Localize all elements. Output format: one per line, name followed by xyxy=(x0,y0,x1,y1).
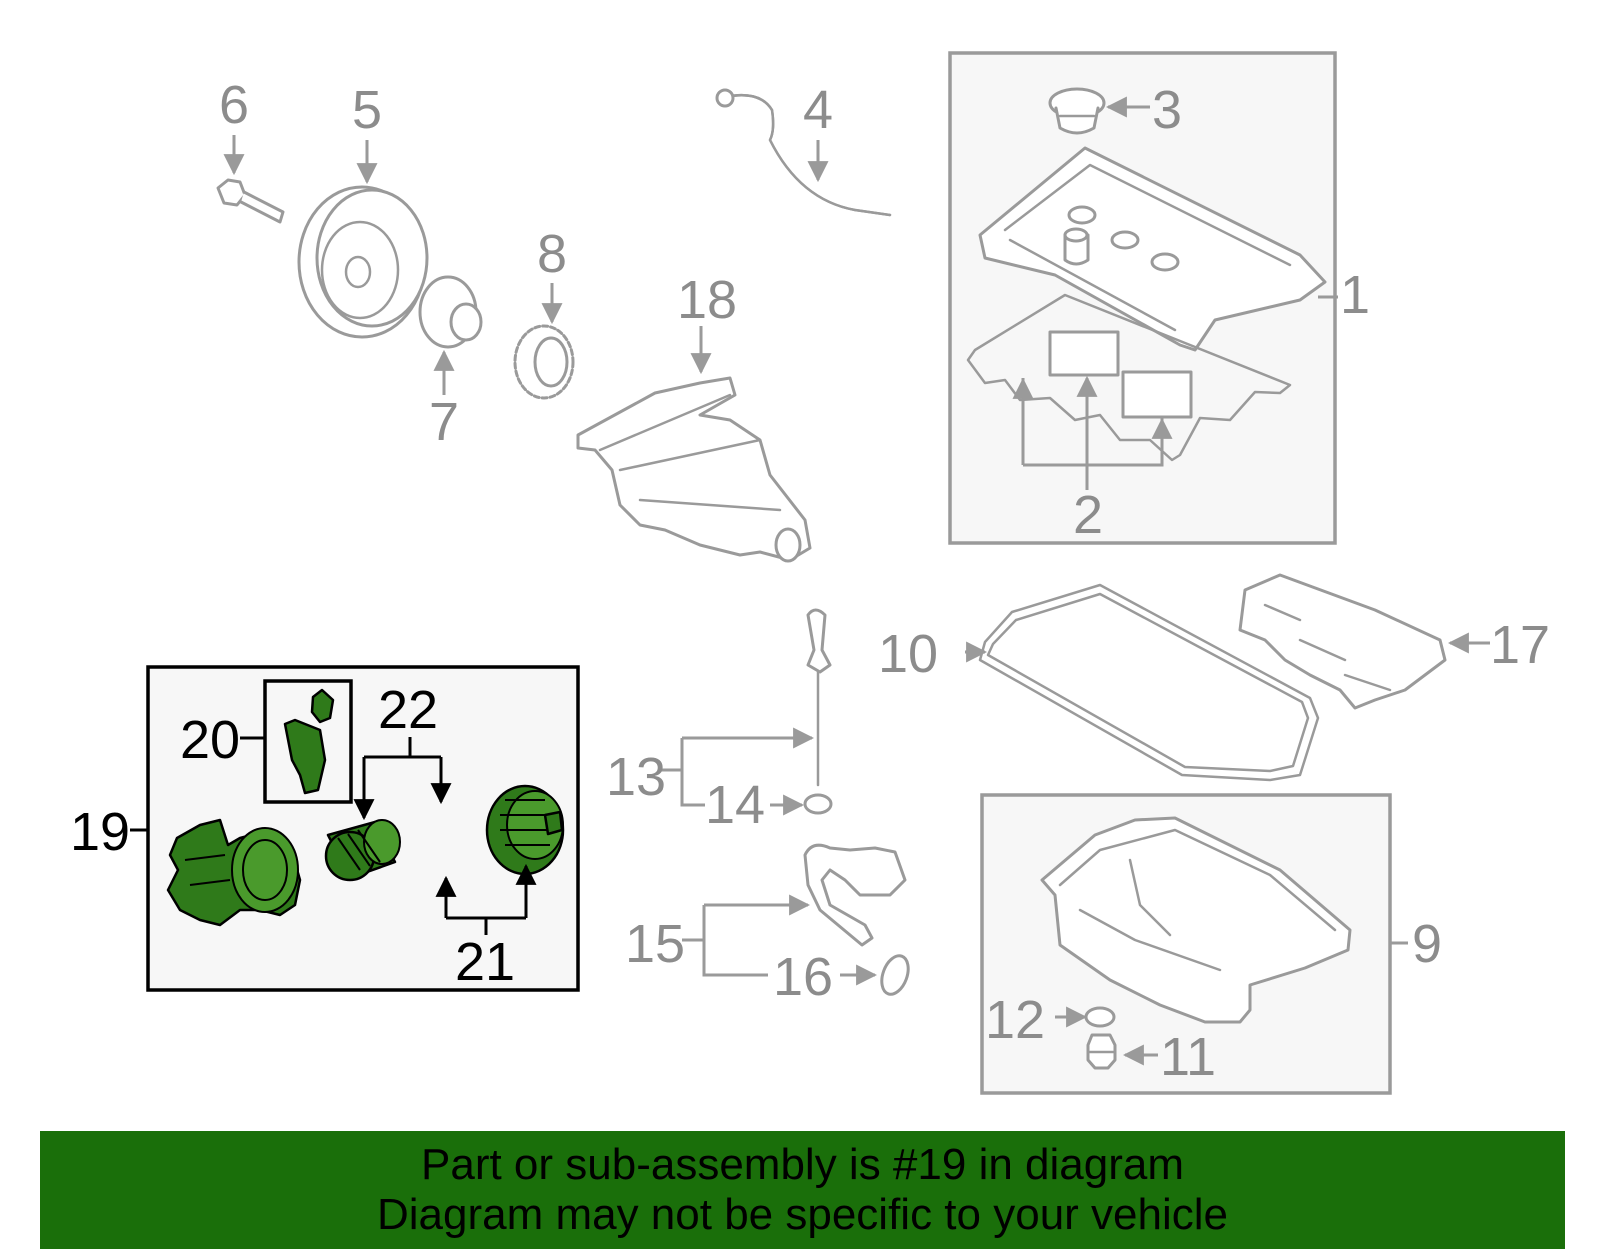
gasket-set xyxy=(283,688,335,795)
callout-5: 5 xyxy=(352,80,382,140)
callout-2: 2 xyxy=(1073,485,1103,545)
front-seal xyxy=(418,275,483,349)
drain-plug-washer xyxy=(1084,1006,1116,1028)
info-banner: Part or sub-assembly is #19 in diagram D… xyxy=(40,1131,1565,1249)
callout-11: 11 xyxy=(1160,1027,1216,1087)
callout-19: 19 xyxy=(70,802,130,862)
oil-filler-cap xyxy=(1048,87,1106,135)
oil-pan-gasket xyxy=(978,583,1320,782)
valve-cover-gasket xyxy=(966,293,1292,462)
dipstick-tube xyxy=(803,843,907,947)
pcv-hose xyxy=(715,88,892,217)
callout-17: 17 xyxy=(1490,615,1550,675)
callout-8: 8 xyxy=(537,224,567,284)
oil-filter-element xyxy=(324,819,401,882)
callout-3: 3 xyxy=(1152,80,1182,140)
balance-shaft-housing xyxy=(576,376,812,563)
callout-14: 14 xyxy=(705,775,765,835)
oil-pan-baffle xyxy=(1238,573,1447,710)
callout-13: 13 xyxy=(606,747,666,807)
oil-filter-housing xyxy=(166,818,302,927)
callout-4: 4 xyxy=(803,80,833,140)
callout-7: 7 xyxy=(429,392,459,452)
crankshaft-pulley xyxy=(297,185,429,339)
callout-18: 18 xyxy=(677,270,737,330)
callout-21: 21 xyxy=(455,932,515,992)
callout-10: 10 xyxy=(878,624,938,684)
callout-12: 12 xyxy=(985,990,1045,1050)
callout-20: 20 xyxy=(180,710,240,770)
banner-line-2: Diagram may not be specific to your vehi… xyxy=(376,1190,1229,1239)
oil-filter-cap xyxy=(485,784,565,876)
callout-22: 22 xyxy=(378,680,438,740)
callout-9: 9 xyxy=(1412,914,1442,974)
oil-dipstick xyxy=(806,608,832,787)
crankshaft-sprocket xyxy=(513,324,575,400)
callout-1: 1 xyxy=(1340,265,1370,325)
pulley-bolt xyxy=(216,178,285,224)
callout-6: 6 xyxy=(219,75,249,135)
banner-line-1: Part or sub-assembly is #19 in diagram xyxy=(421,1140,1184,1189)
oil-pan xyxy=(1040,816,1352,1024)
tube-o-ring xyxy=(880,954,910,996)
callout-15: 15 xyxy=(625,914,685,974)
dipstick-o-ring xyxy=(803,793,833,815)
callout-16: 16 xyxy=(773,947,833,1007)
drain-plug xyxy=(1086,1033,1117,1070)
valve-cover xyxy=(978,146,1327,352)
